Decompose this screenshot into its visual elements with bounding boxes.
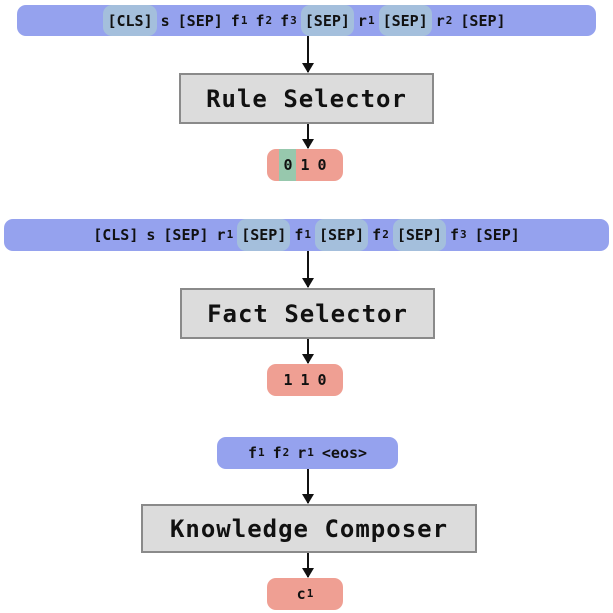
rule-selector-box: Rule Selector [179, 73, 434, 124]
token: [SEP] [460, 11, 506, 30]
arrow-composer-to-output [302, 553, 314, 578]
selection-bit: 1 [300, 156, 310, 174]
token: [SEP] [378, 5, 432, 36]
selection-bit: 1 [300, 371, 310, 389]
arrow-input-to-knowledge-composer [302, 469, 314, 504]
arrow-fact-selector-to-output [302, 339, 314, 364]
rule-selector-label: Rule Selector [206, 84, 407, 113]
knowledge-composer-box: Knowledge Composer [141, 504, 477, 553]
token: [SEP] [300, 5, 354, 36]
token: s [146, 226, 156, 244]
arrow-input-to-fact-selector [302, 251, 314, 288]
selection-bit: 0 [317, 156, 327, 174]
fact-selector-box: Fact Selector [180, 288, 435, 339]
knowledge-composer-label: Knowledge Composer [169, 514, 449, 543]
arrow-rule-selector-to-output [302, 124, 314, 149]
selection-bit: 1 [283, 371, 293, 389]
token: <eos> [321, 444, 368, 462]
token: [CLS] [103, 5, 157, 36]
token: [SEP] [177, 11, 223, 30]
token: [SEP] [315, 219, 369, 251]
fact-selector-label: Fact Selector [207, 299, 408, 328]
token: [SEP] [163, 226, 209, 244]
token: [SEP] [392, 219, 446, 251]
selection-bit: 0 [279, 149, 297, 181]
token: [CLS] [93, 226, 139, 244]
selection-bit: 0 [317, 371, 327, 389]
token: [SEP] [237, 219, 291, 251]
arrow-input-to-rule-selector [302, 36, 314, 73]
token: s [160, 11, 170, 30]
token: [SEP] [474, 226, 520, 244]
